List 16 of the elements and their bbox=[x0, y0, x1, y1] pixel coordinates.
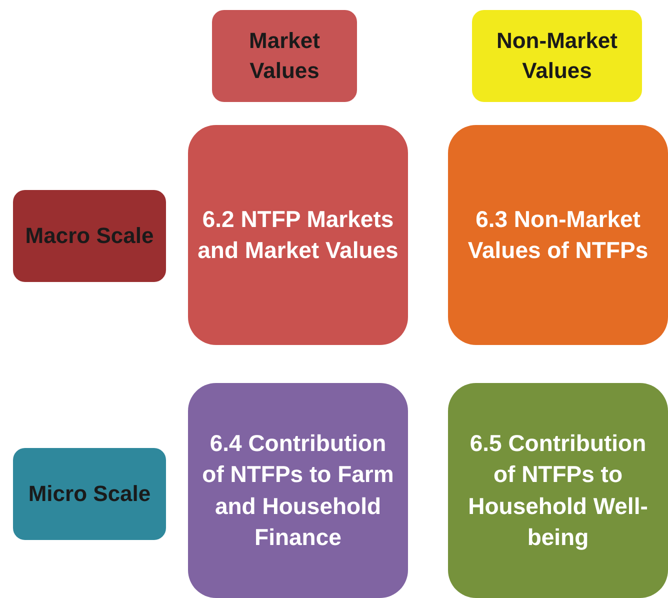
box-label: Macro Scale bbox=[24, 222, 155, 250]
box-label: 6.2 NTFP Markets and Market Values bbox=[196, 204, 400, 265]
topic-box bbox=[188, 383, 408, 598]
header-box bbox=[472, 10, 642, 102]
box-label: Non-Market Values bbox=[495, 26, 618, 85]
header-box bbox=[13, 448, 166, 540]
box-label: 6.5 Contribution of NTFPs to Household Well-being bbox=[467, 428, 649, 552]
box-label: Market Values bbox=[248, 26, 321, 85]
box-label: 6.3 Non-Market Values of NTFPs bbox=[466, 204, 650, 265]
box-label: Micro Scale bbox=[27, 480, 152, 508]
header-box bbox=[13, 190, 166, 282]
header-box bbox=[212, 10, 357, 102]
topic-box bbox=[188, 125, 408, 345]
box-label: 6.4 Contribution of NTFPs to Farm and Household Finance bbox=[201, 428, 395, 552]
topic-box bbox=[448, 125, 668, 345]
topic-box bbox=[448, 383, 668, 598]
